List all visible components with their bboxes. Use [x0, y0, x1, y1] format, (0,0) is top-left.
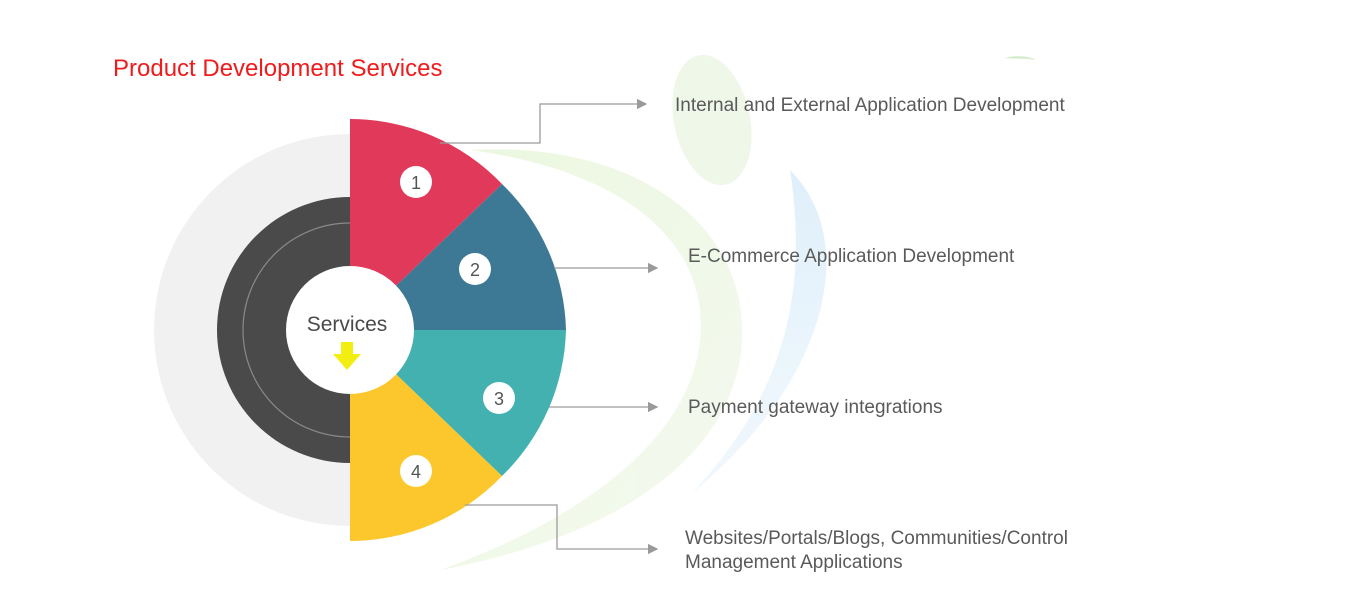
badge-3: 3 [483, 382, 515, 414]
segment-3-label: Payment gateway integrations [688, 397, 943, 418]
badge-2: 2 [459, 253, 491, 285]
badge-4: 4 [400, 455, 432, 487]
page-title: Product Development Services [113, 55, 443, 82]
badge-1: 1 [400, 166, 432, 198]
segment-3-number: 3 [494, 389, 504, 409]
segment-4-label-line-1: Websites/Portals/Blogs, Communities/Cont… [685, 528, 1068, 549]
segment-2[interactable] [350, 184, 566, 330]
center-hub [286, 266, 414, 394]
segment-3[interactable] [350, 330, 566, 476]
segment-2-number: 2 [470, 260, 480, 280]
segment-4-number: 4 [411, 462, 421, 482]
segment-4[interactable] [350, 330, 502, 541]
connectors [440, 98, 659, 555]
segment-4-label-line-2: Management Applications [685, 552, 903, 573]
segment-2-label: E-Commerce Application Development [688, 246, 1015, 267]
segment-4-label: Websites/Portals/Blogs, Communities/Cont… [685, 527, 1068, 575]
background-watermark [440, 54, 1036, 571]
connector-4 [465, 504, 659, 555]
down-arrow-icon [333, 342, 361, 370]
dark-ring [217, 197, 350, 463]
center-label: Services [307, 313, 388, 336]
segment-1-label: Internal and External Application Develo… [675, 95, 1065, 116]
segment-1-number: 1 [411, 173, 421, 193]
segment-1[interactable] [350, 119, 502, 330]
connector-1 [440, 98, 648, 144]
